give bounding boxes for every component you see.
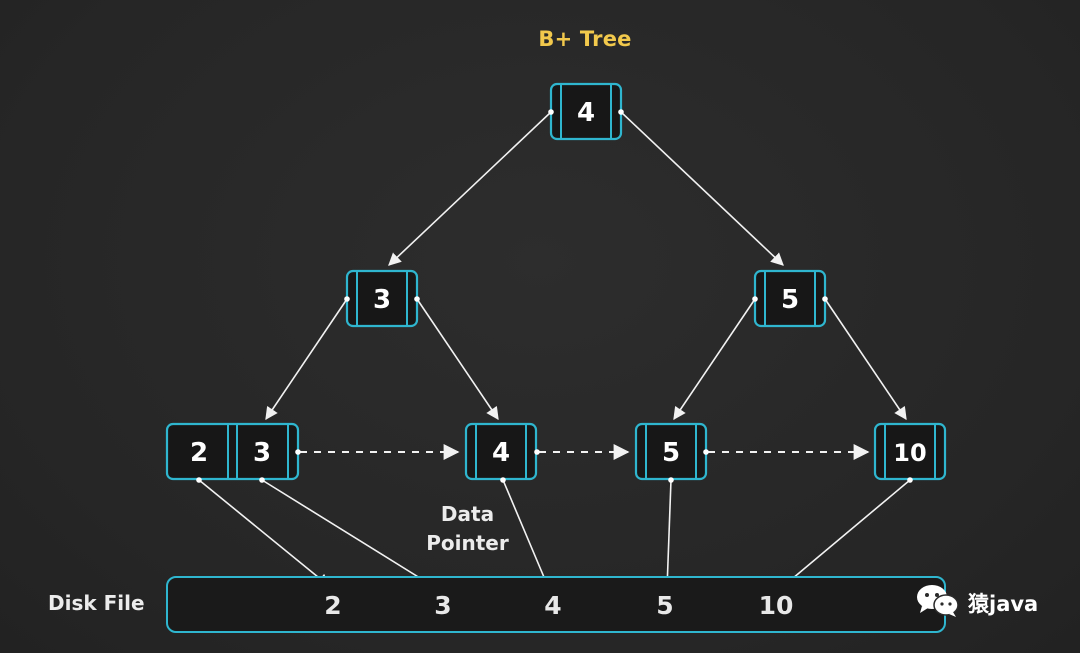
root-node: 4 xyxy=(548,82,624,141)
wechat-icon xyxy=(916,583,960,623)
data-pointer-label-line1: Data xyxy=(440,502,495,526)
leaf-node-10: 10 xyxy=(873,422,947,483)
leaf-key-3: 3 xyxy=(253,438,271,468)
data-pointers xyxy=(198,479,911,591)
disk-value-10: 10 xyxy=(759,591,794,620)
root-key: 4 xyxy=(577,98,595,128)
leaf-node-2-3: 2 3 xyxy=(165,422,301,483)
data-pointer-label-line2: Pointer xyxy=(426,531,509,555)
edge-internal-3-to-leaf-4 xyxy=(416,298,499,421)
edge-internal-5-to-leaf-10 xyxy=(824,298,907,421)
leaf-node-4: 4 xyxy=(464,422,540,483)
data-pointer-4 xyxy=(502,479,551,591)
leaf-key-10: 10 xyxy=(893,439,926,467)
disk-value-3: 3 xyxy=(434,591,451,620)
edge-root-to-internal-3 xyxy=(388,111,552,266)
data-pointer-label: Data Pointer xyxy=(420,500,515,558)
disk-value-5: 5 xyxy=(656,591,673,620)
disk-value-2: 2 xyxy=(324,591,341,620)
edge-root-to-internal-5 xyxy=(620,111,784,266)
edge-internal-5-to-leaf-5 xyxy=(673,298,756,421)
edge-internal-3-to-leaf-23 xyxy=(265,298,348,421)
data-pointer-5 xyxy=(661,479,674,591)
internal-node-5: 5 xyxy=(752,269,828,328)
watermark-text: 猿java xyxy=(968,592,1039,616)
data-pointer-3 xyxy=(261,479,438,589)
disk-value-4: 4 xyxy=(544,591,561,620)
data-pointer-2 xyxy=(198,479,330,587)
disk-file-box: 2 3 4 5 10 xyxy=(166,576,946,633)
leaf-key-2: 2 xyxy=(190,438,208,468)
leaf-key-4: 4 xyxy=(492,438,510,468)
leaf-node-5: 5 xyxy=(634,422,709,483)
tree-edges xyxy=(265,111,907,421)
internal-key-5: 5 xyxy=(781,285,799,315)
disk-file-label: Disk File xyxy=(48,591,145,615)
internal-node-3: 3 xyxy=(344,269,420,328)
watermark: 猿java xyxy=(916,583,1038,623)
internal-key-3: 3 xyxy=(373,285,391,315)
data-pointer-10 xyxy=(779,479,911,590)
diagram-title: B+ Tree xyxy=(538,27,632,51)
leaf-key-5: 5 xyxy=(662,438,680,468)
